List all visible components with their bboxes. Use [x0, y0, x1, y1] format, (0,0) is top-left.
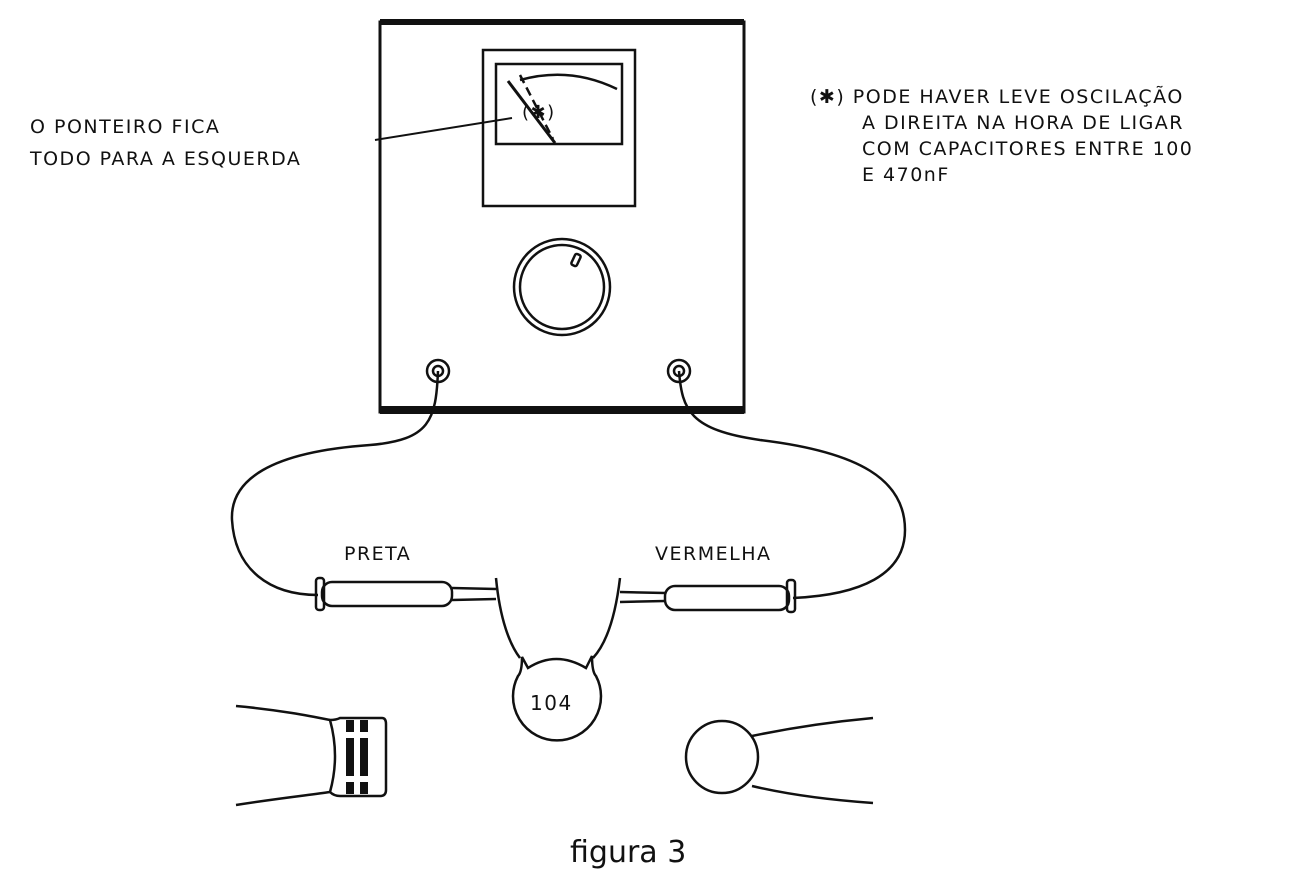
meter-needle-dashed: [518, 74, 555, 140]
note-line-3: COM CAPACITORES ENTRE 100: [862, 138, 1194, 160]
meter-scale-arc: [519, 73, 618, 91]
figure-caption: figura 3: [570, 835, 687, 870]
note-line-2: A DIREITA NA HORA DE LIGAR: [862, 112, 1184, 134]
probe-red-handle: [663, 584, 791, 612]
capacitor-104-lead-right: [592, 577, 622, 659]
note-line-1: (✱) PODE HAVER LEVE OSCILAÇÃO: [810, 86, 1184, 108]
oscillation-note: (✱) PODE HAVER LEVE OSCILAÇÃO A DIREITA …: [810, 84, 1193, 188]
probe-red-label: VERMELHA: [655, 543, 772, 565]
meter-asterisk-mark: (✱): [522, 102, 556, 123]
range-knob-inner: [518, 243, 606, 331]
pointer-leader-line: [374, 117, 513, 141]
probe-black-tip: [451, 586, 497, 602]
probe-black-label: PRETA: [344, 543, 412, 565]
meter-case: [378, 20, 746, 414]
note-line-4: E 470nF: [862, 164, 950, 186]
wire-red: [677, 370, 907, 600]
capacitor-104-body: [511, 655, 603, 742]
probe-black-handle: [320, 580, 454, 608]
meter-needle-solid: [506, 80, 557, 144]
capacitor-right-lead-bottom: [751, 784, 874, 805]
pointer-label-line-1: O PONTEIRO FICA: [30, 116, 221, 138]
capacitor-104-lead-left: [494, 577, 521, 659]
capacitor-left-lead-top: [235, 704, 331, 722]
capacitor-code-label: 104: [530, 691, 573, 715]
meter-window-frame: [481, 48, 637, 208]
capacitor-color-bands: [346, 720, 368, 794]
capacitor-left-body: [328, 716, 388, 798]
pointer-label-line-2: TODO PARA A ESQUERDA: [30, 148, 302, 170]
probe-black-cap: [314, 576, 326, 612]
wire-black: [230, 370, 440, 597]
capacitor-left-lead-bottom: [235, 790, 331, 807]
capacitor-right-lead-top: [751, 716, 874, 738]
meter-scale-window: [494, 62, 624, 146]
capacitor-right-body: [684, 719, 760, 795]
probe-red-tip: [619, 590, 666, 604]
range-knob-outer: [512, 237, 612, 337]
knob-indicator: [570, 252, 582, 268]
probe-red-cap: [785, 578, 797, 614]
